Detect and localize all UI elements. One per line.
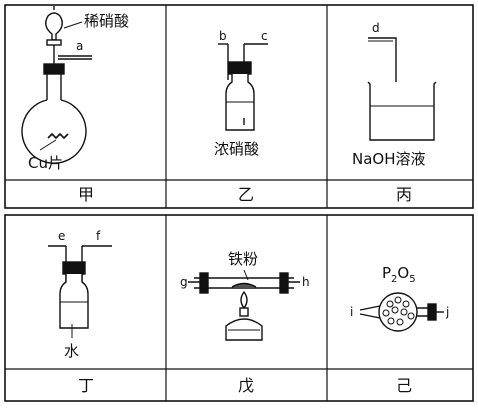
caption-bing: 丙 (396, 185, 412, 204)
desiccant-granules (382, 296, 415, 326)
separatory-funnel-bulb (45, 12, 63, 41)
apparatus-yi (218, 43, 268, 131)
label-port-h: h (302, 275, 310, 289)
label-iron-powder: 铁粉 (228, 250, 258, 268)
label-port-e: e (58, 229, 65, 243)
apparatus-bing (367, 37, 437, 141)
bottom-table-border (4, 214, 474, 402)
label-p2o5: P2O5 (382, 264, 416, 285)
label-naoh-solution: NaOH溶液 (352, 150, 426, 168)
label-port-b: b (219, 29, 227, 43)
label-copper: Cu片 (28, 154, 63, 172)
label-port-i: i (350, 305, 353, 319)
lamp-wick-holder (239, 307, 249, 317)
label-port-f: f (96, 229, 101, 243)
label-water: 水 (64, 342, 79, 360)
label-port-d: d (372, 21, 380, 35)
caption-ding: 丁 (78, 376, 94, 395)
label-concentrated-nitric-acid: 浓硝酸 (214, 140, 259, 158)
label-dilute-nitric-acid: 稀硝酸 (84, 12, 129, 30)
label-port-g: g (180, 275, 188, 289)
rubber-stopper (43, 63, 65, 75)
round-bottom-flask (21, 99, 87, 164)
caption-wu: 戊 (238, 376, 254, 395)
inlet-tube-i (359, 305, 381, 319)
iron-powder-pile (231, 282, 257, 288)
apparatus-ding (48, 245, 112, 338)
leader-line-cu (39, 139, 57, 151)
bottle-stopper-ding (62, 261, 86, 275)
caption-ji: 己 (396, 376, 412, 395)
apparatus-jia (21, 6, 92, 164)
apparatus-ji (359, 292, 444, 332)
outlet-stopper (427, 303, 437, 321)
flame (240, 290, 248, 310)
label-port-c: c (261, 29, 268, 43)
bottle-stopper (228, 61, 252, 75)
copper-pieces (47, 132, 69, 140)
label-port-a: a (76, 39, 83, 53)
beaker (367, 81, 437, 141)
gas-bottle-ding (59, 274, 89, 329)
label-port-j: j (445, 305, 449, 319)
funnel-stopcock (46, 39, 62, 46)
table-grid (4, 4, 474, 402)
caption-jia: 甲 (78, 185, 94, 204)
leader-line-acid (63, 21, 83, 29)
left-stopper (199, 272, 209, 294)
top-table-border (4, 4, 474, 209)
leader-line-iron (243, 269, 249, 281)
right-stopper (279, 272, 289, 294)
caption-yi: 乙 (238, 185, 254, 204)
apparatus-wu (188, 269, 300, 341)
